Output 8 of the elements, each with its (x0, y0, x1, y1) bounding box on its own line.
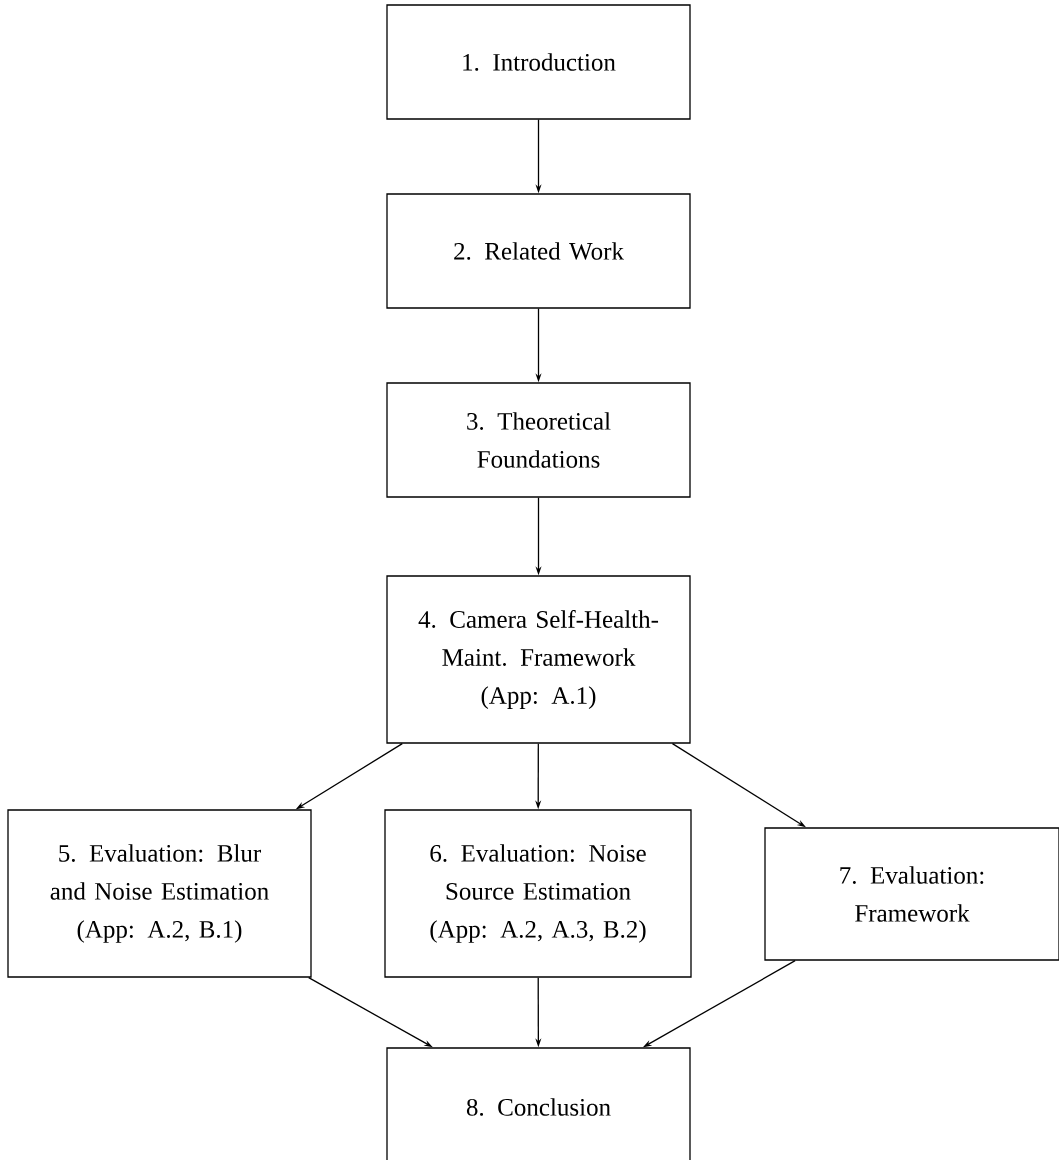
section-box: 5. Evaluation: Blur and Noise Estimation (App: A.2, B.1) (7, 809, 312, 978)
section-box: 3. Theoretical Foundations (386, 382, 691, 498)
section-box: 6. Evaluation: Noise Source Estimation (App: A.2, A.3, B.2) (384, 809, 692, 978)
section-box: 8. Conclusion (386, 1047, 691, 1160)
section-box: 7. Evaluation: Framework (764, 827, 1059, 961)
section-box: 1. Introduction (386, 4, 691, 120)
section-box: 2. Related Work (386, 193, 691, 309)
section-box: 4. Camera Self-Health-Maint. Framework (App: A.1) (386, 575, 691, 744)
